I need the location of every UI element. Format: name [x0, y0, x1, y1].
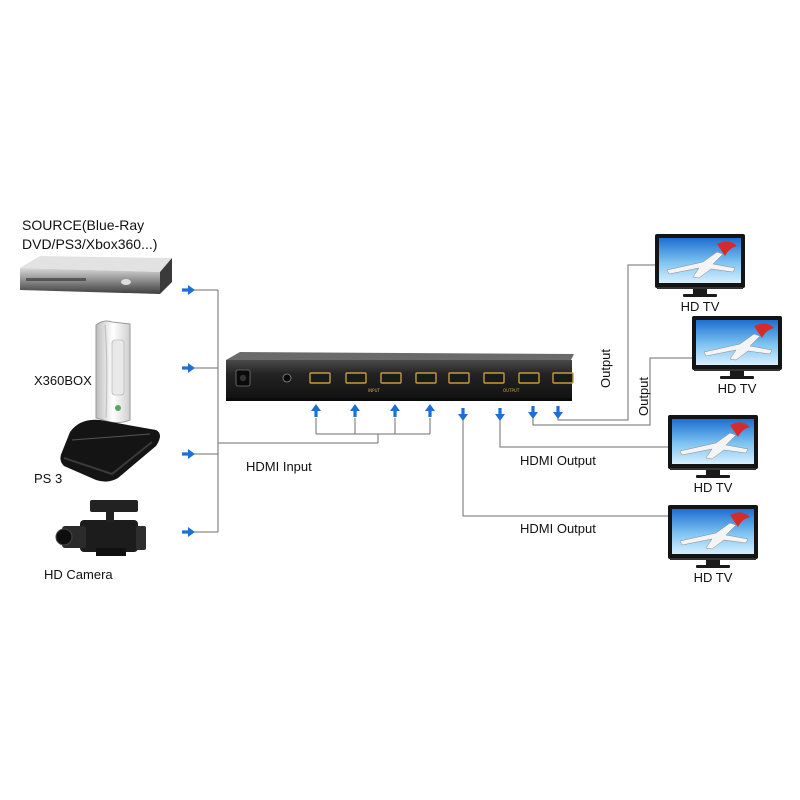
output-vertical-label-2: Output [636, 376, 651, 416]
hdmi-output-ports [448, 372, 574, 384]
input-port-text: INPUT [368, 388, 381, 393]
hdmi-switch-device: INPUT OUTPUT [226, 352, 574, 401]
arrow-down-icon [553, 406, 563, 419]
arrow-up-icon [311, 404, 321, 417]
arrow-right-icon [182, 527, 195, 537]
output-vertical-label-1: Output [598, 348, 613, 388]
hdmi-output-label-1: HDMI Output [520, 453, 596, 468]
arrow-down-icon [528, 406, 538, 419]
hdtv-2-icon [691, 315, 783, 380]
bluray-player-icon [20, 256, 172, 294]
hdtv-3-icon [667, 414, 759, 479]
hdtv-1-icon [654, 233, 746, 298]
camera-icon [55, 500, 146, 556]
hdmi-input-label: HDMI Input [246, 459, 312, 474]
ps3-icon [60, 419, 160, 482]
bluray-label-line1: SOURCE(Blue-Ray [22, 217, 145, 233]
hdtv-4-icon [667, 504, 759, 569]
tv-label-1: HD TV [680, 299, 720, 314]
arrow-right-icon [182, 285, 195, 295]
bluray-label-line2: DVD/PS3/Xbox360...) [22, 236, 158, 252]
arrow-right-icon [182, 363, 195, 373]
arrow-down-icon [495, 408, 505, 421]
tv-label-4: HD TV [693, 570, 733, 585]
arrow-up-icon [390, 404, 400, 417]
arrows [182, 285, 563, 537]
output-port-text: OUTPUT [503, 388, 520, 393]
hdmi-input-ports [309, 372, 437, 384]
xbox-label: X360BOX [34, 373, 92, 388]
hdmi-output-label-2: HDMI Output [520, 521, 596, 536]
tv-label-3: HD TV [693, 480, 733, 495]
tv-label-2: HD TV [717, 381, 757, 396]
arrow-up-icon [350, 404, 360, 417]
connection-lines [188, 264, 692, 533]
xbox360-icon [95, 320, 131, 424]
arrow-up-icon [425, 404, 435, 417]
arrow-right-icon [182, 449, 195, 459]
arrow-down-icon [458, 408, 468, 421]
camera-label: HD Camera [44, 567, 113, 582]
ps3-label: PS 3 [34, 471, 63, 486]
